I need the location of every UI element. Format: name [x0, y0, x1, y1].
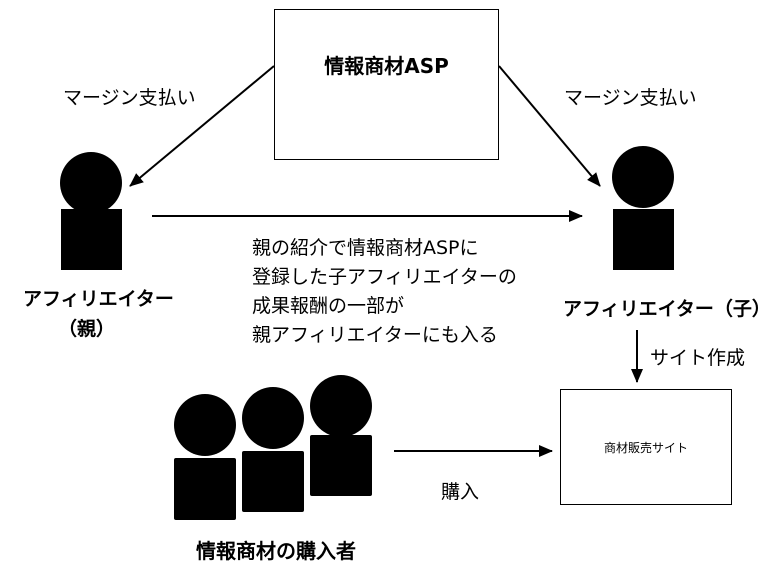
parent-affiliate-figure: [60, 152, 122, 270]
buyer-figure: [174, 394, 236, 520]
sales-site-box: 商材販売サイト: [560, 389, 732, 505]
referral-description-line: 親の紹介で情報商材ASPに: [252, 237, 479, 259]
referral-description-line: 親アフィリエイターにも入る: [252, 324, 498, 346]
referral-description-line: 登録した子アフィリエイターの: [252, 266, 517, 288]
child-affiliate-figure: [612, 146, 674, 270]
parent-affiliate-body: [61, 209, 122, 270]
parent-affiliate-head: [60, 152, 122, 214]
child-affiliate-label: アフィリエイター（子）: [563, 298, 771, 320]
site-creation-label: サイト作成: [650, 347, 746, 369]
margin-arrow-to-parent: [129, 65, 275, 187]
child-affiliate-head: [612, 146, 674, 208]
referral-description: 親の紹介で情報商材ASPに 登録した子アフィリエイターの 成果報酬の一部が 親ア…: [252, 234, 517, 350]
buyers-figure-group: [174, 375, 372, 520]
sales-site-title: 商材販売サイト: [603, 440, 688, 455]
referral-description-line: 成果報酬の一部が: [252, 295, 405, 317]
buyer-figure: [310, 375, 372, 496]
margin-payment-label-right: マージン支払い: [564, 87, 697, 109]
asp-box: 情報商材ASP: [274, 9, 499, 160]
margin-arrow-to-child: [498, 65, 601, 187]
parent-affiliate-sublabel: （親）: [58, 318, 116, 340]
parent-affiliate-label: アフィリエイター: [23, 288, 174, 310]
purchase-label: 購入: [441, 481, 480, 503]
child-affiliate-body: [613, 209, 674, 270]
buyer-figure: [242, 387, 304, 512]
buyers-label: 情報商材の購入者: [196, 539, 356, 563]
asp-title: 情報商材ASP: [324, 54, 449, 78]
margin-payment-label-left: マージン支払い: [63, 87, 196, 109]
